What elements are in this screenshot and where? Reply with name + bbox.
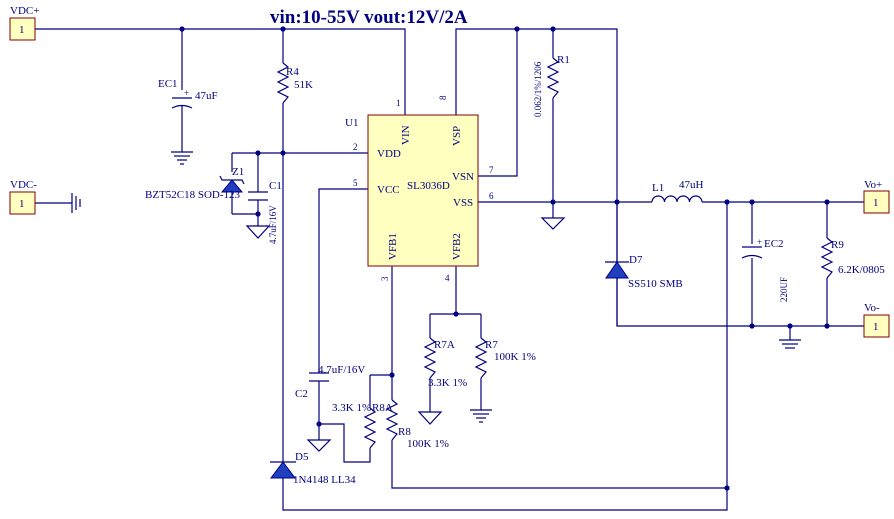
port-vdc-minus: VDC- 1: [9, 179, 37, 215]
r4-value: 51K: [294, 79, 313, 91]
ic-pin-vfb1: VFB1: [387, 233, 399, 260]
port-vo-plus-pin: 1: [873, 197, 879, 209]
ground-icon: [306, 439, 332, 452]
ec2-value: 220UF: [779, 277, 789, 302]
port-vdc-minus-pin: 1: [19, 198, 25, 210]
l1-value: 47uH: [679, 179, 704, 191]
ground-icon: [779, 339, 801, 349]
zener-z1: Z1 BZT52C18 SOD-123: [145, 166, 245, 201]
capacitor-c1: C1 4.7uF/16V: [248, 180, 282, 244]
resistor-r8a: 3.3K 1% R8A: [332, 402, 393, 449]
r7-value: 100K 1%: [494, 351, 536, 363]
c2-ref: C2: [295, 388, 308, 400]
junctions: [179, 26, 830, 491]
pin-number: 1: [396, 98, 401, 108]
d5-ref: D5: [295, 451, 309, 463]
resistor-r7a: R7A 3.3K 1%: [423, 337, 467, 389]
pin-number: 2: [353, 142, 358, 152]
r7a-value: 3.3K 1%: [428, 377, 467, 389]
capacitor-ec1: + EC1 47uF: [158, 78, 218, 109]
r1-value: 0.062/1%/1206: [533, 61, 543, 117]
r7-ref: R7: [485, 339, 498, 351]
ground-icon: [245, 225, 271, 239]
ic-pin-vfb2: VFB2: [451, 233, 463, 260]
l1-ref: L1: [652, 182, 664, 194]
schematic-title: vin:10-55V vout:12V/2A: [270, 7, 468, 28]
pin-number: 7: [489, 165, 494, 175]
r9-value: 6.2K/0805: [838, 264, 885, 276]
pin-number: 6: [489, 191, 494, 201]
d7-ref: D7: [629, 254, 643, 266]
port-vo-plus: Vo+ 1: [863, 179, 890, 214]
c2-value: 4.7uF/16V: [318, 364, 365, 376]
port-vo-plus-name: Vo+: [864, 179, 882, 191]
resistor-r7: R7 100K 1%: [474, 337, 536, 379]
r9-ref: R9: [831, 239, 844, 251]
port-vdc-plus: VDC+ 1: [9, 5, 39, 41]
wires: [35, 28, 864, 511]
port-vo-minus-name: Vo-: [864, 302, 880, 314]
pin-number: 4: [445, 273, 450, 283]
pin-number: 3: [380, 276, 390, 281]
ground-icon: [470, 409, 492, 423]
pin-number: 5: [353, 178, 358, 188]
ic-designator: U1: [345, 117, 358, 129]
ic-pin-vsp: VSP: [451, 126, 463, 146]
ic-pin-vcc: VCC: [377, 184, 400, 196]
port-vdc-plus-name: VDC+: [10, 5, 39, 17]
earth-ground-icon: [71, 193, 81, 213]
r7a-ref: R7A: [434, 339, 455, 351]
d7-value: SS510 SMB: [628, 278, 683, 290]
r8-ref: R8: [398, 426, 411, 438]
r8a-value: 3.3K 1%: [332, 402, 371, 414]
port-vo-minus-pin: 1: [873, 321, 879, 333]
ic-part-number: SL3036D: [407, 180, 450, 192]
ground-icon: [171, 151, 193, 165]
ec1-value: 47uF: [195, 90, 218, 102]
resistor-r9: R9 6.2K/0805: [820, 237, 885, 279]
ec2-ref: EC2: [764, 238, 784, 250]
ic-pin-vsn: VSN: [452, 171, 474, 183]
d5-value: 1N4148 LL34: [293, 474, 356, 486]
inductor-l1: L1 47uH: [651, 179, 704, 203]
r4-ref: R4: [286, 66, 299, 78]
port-vdc-minus-name: VDC-: [10, 179, 37, 191]
port-vdc-plus-pin: 1: [19, 24, 25, 36]
resistor-r4: R4 51K: [276, 62, 313, 104]
ground-icon: [417, 411, 443, 425]
c1-value: 4.7uF/16V: [268, 205, 278, 244]
capacitor-c2: C2 4.7uF/16V: [295, 364, 365, 400]
svg-text:+: +: [757, 237, 762, 247]
r8-value: 100K 1%: [407, 438, 449, 450]
z1-value: BZT52C18 SOD-123: [145, 189, 241, 201]
resistor-r8: R8 100K 1%: [385, 399, 449, 450]
ec1-ref: EC1: [158, 78, 178, 90]
diode-d5: D5 1N4148 LL34: [270, 451, 356, 486]
svg-text:+: +: [184, 88, 189, 98]
resistor-r1: R1 0.062/1%/1206: [533, 54, 570, 117]
c1-ref: C1: [269, 180, 282, 192]
ic-pin-vdd: VDD: [377, 148, 401, 160]
diode-d7: D7 SS510 SMB: [605, 254, 683, 326]
ic-u1: U1 SL3036D VDD VCC VSN VSS VIN VSP VFB1 …: [345, 95, 494, 283]
capacitor-ec2: + EC2 220UF: [741, 237, 789, 302]
port-vo-minus: Vo- 1: [863, 302, 890, 338]
ic-pin-vin: VIN: [400, 125, 412, 145]
z1-ref: Z1: [232, 166, 244, 178]
r1-ref: R1: [557, 54, 570, 66]
r8a-ref: R8A: [372, 402, 393, 414]
pin-number: 8: [438, 95, 448, 100]
ground-icon: [540, 217, 566, 230]
ic-pin-vss: VSS: [453, 197, 473, 209]
